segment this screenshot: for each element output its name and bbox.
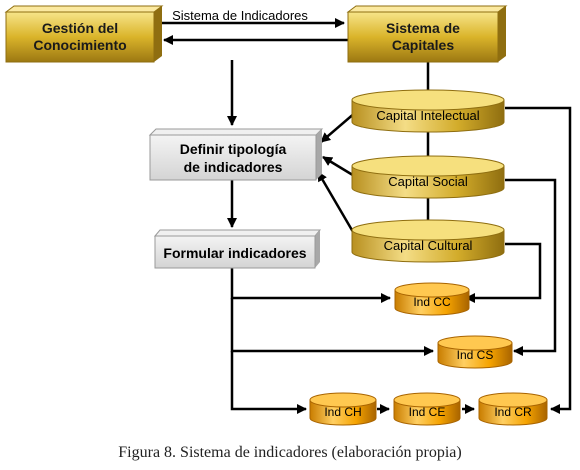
definir-label-line1: Definir tipología [180,141,287,157]
gestion-label-line2: Conocimiento [33,37,126,53]
arrow-cultural-to-definir [316,171,358,238]
node-gestion-del-conocimiento[interactable]: Gestión del Conocimiento [4,5,164,63]
capitales-label-line1: Sistema de [386,20,460,36]
capital-cultural-label: Capital Cultural [384,238,473,253]
capitales-label-line2: Capitales [392,37,454,53]
arrow-social-to-ind-cs [505,178,557,356]
ind-cc-label: Ind CC [413,295,451,309]
arrow-intelectual-to-ind-cr [505,106,572,414]
node-ind-cr[interactable]: Ind CR [478,392,548,426]
node-formular-indicadores[interactable]: Formular indicadores [153,229,322,269]
ind-ch-label: Ind CH [324,405,361,419]
arrow-social-to-definir [322,155,357,179]
connectors [160,18,572,414]
node-ind-ce[interactable]: Ind CE [393,392,461,426]
node-capital-social[interactable]: Capital Social [351,155,505,199]
edge-label-sistema-indicadores: Sistema de Indicadores [172,8,308,23]
arrow-formular-to-ind-cc [230,268,391,303]
definir-label-line2: de indicadores [184,159,283,175]
capital-intelectual-label: Capital Intelectual [376,108,479,123]
ind-cr-label: Ind CR [494,405,532,419]
node-ind-ch[interactable]: Ind CH [309,392,377,426]
arrow-intelectual-to-definir [320,111,357,143]
node-ind-cc[interactable]: Ind CC [394,282,470,316]
ind-cs-label: Ind CS [457,348,494,362]
formular-label: Formular indicadores [163,245,306,261]
arrow-cultural-to-ind-cc [465,242,542,303]
ind-ce-label: Ind CE [409,405,446,419]
node-sistema-de-capitales[interactable]: Sistema de Capitales [346,5,508,63]
capital-social-label: Capital Social [388,174,468,189]
node-ind-cs[interactable]: Ind CS [437,335,513,369]
gestion-label-line1: Gestión del [42,20,118,36]
arrow-formular-to-ind-ch [230,351,307,414]
node-capital-cultural[interactable]: Capital Cultural [351,219,505,263]
diagram-svg: Sistema de Indicadores Gestión del Conoc… [4,5,572,426]
figure-caption: Figura 8. Sistema de indicadores (elabor… [118,444,462,461]
node-capital-intelectual[interactable]: Capital Intelectual [351,89,505,133]
node-definir-tipologia[interactable]: Definir tipología de indicadores [148,128,324,181]
